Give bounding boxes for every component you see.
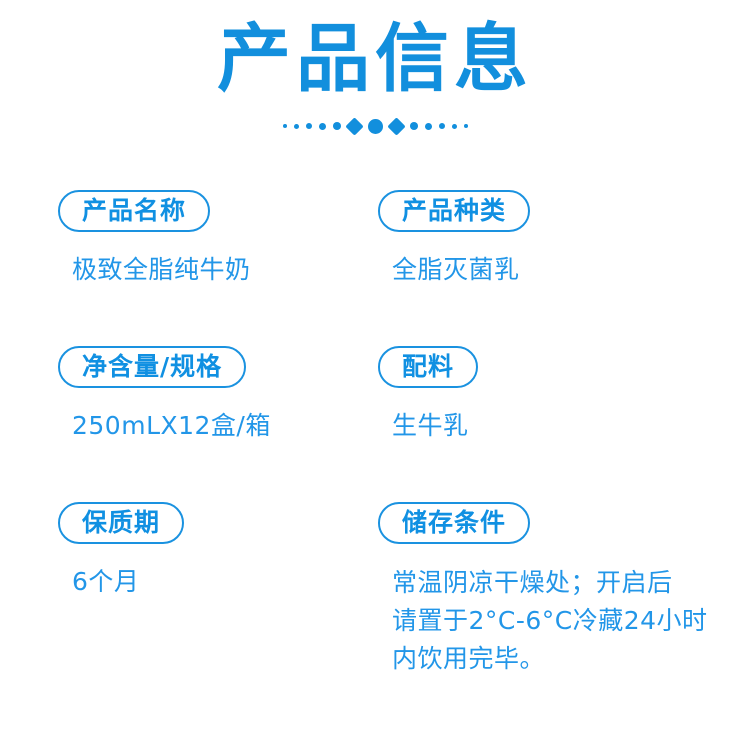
value-storage-conditions: 常温阴凉干燥处；开启后 请置于2°C-6°C冷藏24小时 内饮用完毕。: [392, 568, 708, 673]
value-shelf-life: 6个月: [72, 567, 140, 596]
info-row: 产品名称 极致全脂纯牛奶 产品种类 全脂灭菌乳: [0, 190, 750, 346]
label-pill-storage-conditions: 储存条件: [378, 502, 531, 544]
divider-diamond-icon: [386, 116, 406, 136]
divider-large-dot-icon: [367, 118, 383, 134]
label-pill-product-type: 产品种类: [378, 190, 531, 232]
divider-dot-icon: [409, 122, 418, 130]
info-cell-ingredients: 配料 生牛乳: [378, 346, 708, 443]
divider-dot-icon: [463, 124, 468, 128]
divider-dot-icon: [318, 122, 326, 130]
divider-dot-icon: [282, 124, 287, 128]
divider-dot-icon: [438, 123, 445, 129]
divider-dot-icon: [332, 122, 341, 130]
info-cell-product-name: 产品名称 极致全脂纯牛奶: [58, 190, 358, 287]
divider-dot-icon: [451, 123, 457, 129]
divider-dot-icon: [293, 123, 299, 129]
label-pill-shelf-life: 保质期: [58, 502, 185, 544]
divider-diamond-icon: [344, 116, 364, 136]
value-ingredients: 生牛乳: [392, 411, 469, 440]
label-pill-net-content: 净含量/规格: [58, 346, 247, 388]
header: 产品信息: [0, 0, 750, 137]
info-cell-shelf-life: 保质期 6个月: [58, 502, 358, 599]
decorative-divider: [0, 96, 750, 137]
page-title: 产品信息: [217, 16, 533, 102]
info-cell-product-type: 产品种类 全脂灭菌乳: [378, 190, 708, 287]
value-net-content: 250mLX12盒/箱: [72, 411, 271, 440]
value-product-type: 全脂灭菌乳: [392, 255, 520, 284]
product-info-grid: 产品名称 极致全脂纯牛奶 产品种类 全脂灭菌乳 净含量/规格 250mLX12盒…: [0, 190, 750, 673]
info-row: 净含量/规格 250mLX12盒/箱 配料 生牛乳: [0, 346, 750, 502]
info-cell-net-content: 净含量/规格 250mLX12盒/箱: [58, 346, 358, 443]
info-row: 保质期 6个月 储存条件 常温阴凉干燥处；开启后 请置于2°C-6°C冷藏24小…: [0, 502, 750, 673]
divider-dot-icon: [305, 123, 312, 129]
label-pill-product-name: 产品名称: [58, 190, 211, 232]
info-cell-storage-conditions: 储存条件 常温阴凉干燥处；开启后 请置于2°C-6°C冷藏24小时 内饮用完毕。: [378, 502, 708, 678]
divider-dot-icon: [424, 122, 432, 130]
value-product-name: 极致全脂纯牛奶: [72, 255, 251, 284]
label-pill-ingredients: 配料: [378, 346, 479, 388]
